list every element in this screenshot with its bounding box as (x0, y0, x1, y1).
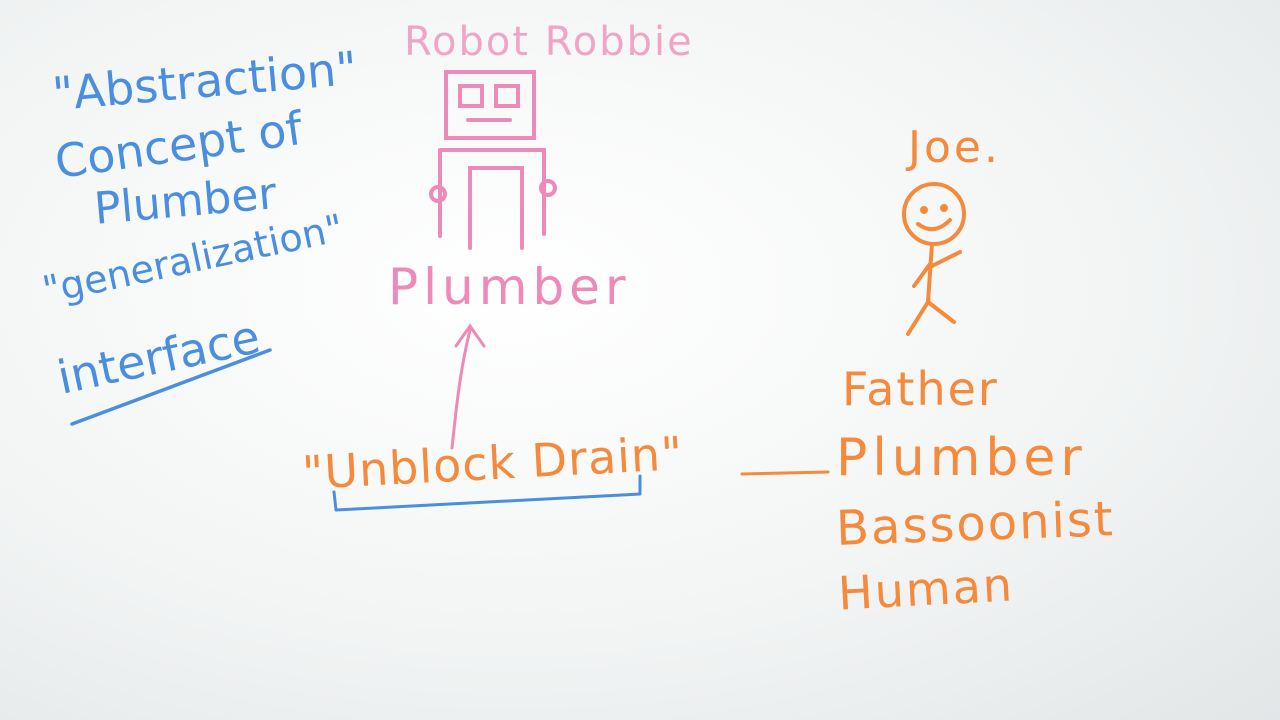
person-role-father: Father (842, 362, 999, 416)
person-name: Joe. (908, 122, 1001, 173)
person-role-human: Human (836, 557, 1016, 621)
stick-figure-eye-left (920, 206, 928, 214)
robot-inner (468, 166, 524, 250)
stick-figure (902, 182, 966, 336)
person-role-bassoonist: Bassoonist (835, 491, 1116, 557)
person-role-plumber: Plumber (836, 428, 1087, 488)
stick-figure-arm-right (930, 250, 962, 268)
robot-hand-left (429, 185, 447, 203)
stick-figure-leg-left (906, 300, 930, 336)
robot-drawing (429, 70, 557, 250)
connector-line (740, 470, 830, 476)
robot-hand-right (539, 179, 557, 197)
robot-role-label: Plumber (388, 258, 631, 316)
stick-figure-leg-right (926, 300, 956, 324)
stick-figure-arm-left (912, 262, 932, 288)
robot-eye-left (458, 84, 484, 108)
robot-eye-right (494, 84, 520, 108)
stick-figure-head (902, 182, 966, 246)
interface-underline (70, 348, 272, 426)
robot-head (444, 70, 536, 140)
stick-figure-body (926, 242, 934, 304)
stick-figure-eye-right (940, 204, 948, 212)
unblock-drain-bracket (332, 474, 642, 512)
robot-body (438, 148, 546, 238)
arrow-up (450, 323, 486, 450)
robot-title: Robot Robbie (404, 19, 694, 65)
stick-figure-smile (916, 218, 952, 232)
